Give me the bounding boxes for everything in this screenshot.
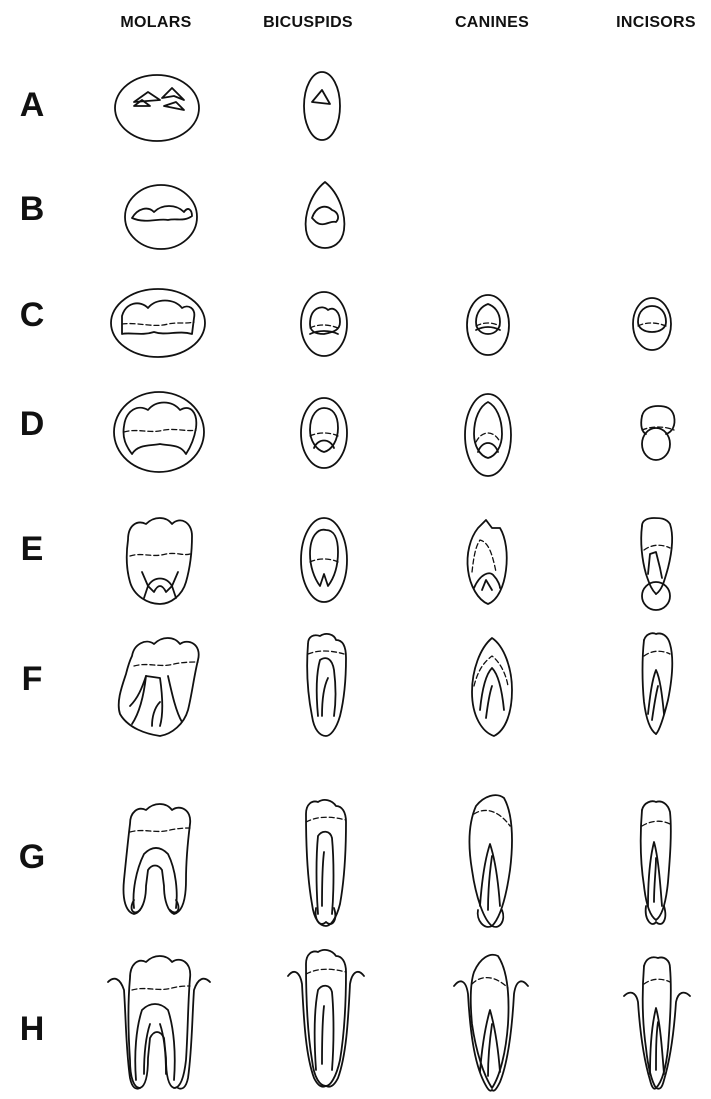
row-label-f: F — [12, 660, 52, 699]
row-label-a: A — [12, 86, 52, 125]
bicuspid-stage-a-illustration — [300, 68, 344, 144]
canine-stage-h-illustration — [450, 944, 532, 1096]
incisor-stage-d-illustration — [634, 400, 680, 464]
row-label-c: C — [12, 296, 52, 335]
row-label-e: E — [12, 530, 52, 569]
bicuspid-stage-e-illustration — [298, 514, 350, 606]
canine-stage-g-illustration — [460, 786, 522, 936]
row-label-b: B — [12, 190, 52, 229]
molar-stage-c-illustration — [108, 286, 208, 360]
row-label-h: H — [12, 1010, 52, 1049]
bicuspid-stage-g-illustration — [300, 796, 354, 932]
bicuspid-stage-f-illustration — [300, 630, 354, 742]
molar-stage-h-illustration — [104, 950, 214, 1092]
canine-stage-e-illustration — [460, 514, 516, 612]
canine-stage-f-illustration — [464, 632, 520, 742]
row-label-d: D — [12, 405, 52, 444]
bicuspid-stage-c-illustration — [298, 288, 350, 360]
molar-stage-a-illustration — [112, 72, 202, 144]
canine-stage-c-illustration — [464, 292, 512, 358]
bicuspid-stage-h-illustration — [286, 944, 366, 1094]
molar-stage-d-illustration — [110, 388, 208, 476]
incisor-stage-h-illustration — [622, 952, 692, 1094]
molar-stage-g-illustration — [114, 800, 198, 920]
column-header-bicuspids: BICUSPIDS — [248, 14, 368, 32]
row-label-g: G — [12, 838, 52, 877]
molar-stage-e-illustration — [120, 512, 200, 610]
incisor-stage-c-illustration — [630, 294, 674, 354]
column-header-canines: CANINES — [432, 14, 552, 32]
column-header-incisors: INCISORS — [596, 14, 711, 32]
bicuspid-stage-b-illustration — [300, 176, 350, 252]
incisor-stage-e-illustration — [632, 512, 680, 612]
column-header-molars: MOLARS — [96, 14, 216, 32]
bicuspid-stage-d-illustration — [298, 394, 350, 472]
canine-stage-d-illustration — [462, 390, 514, 480]
molar-stage-b-illustration — [122, 182, 200, 252]
molar-stage-f-illustration — [112, 632, 206, 742]
incisor-stage-g-illustration — [632, 798, 680, 930]
incisor-stage-f-illustration — [632, 630, 680, 742]
